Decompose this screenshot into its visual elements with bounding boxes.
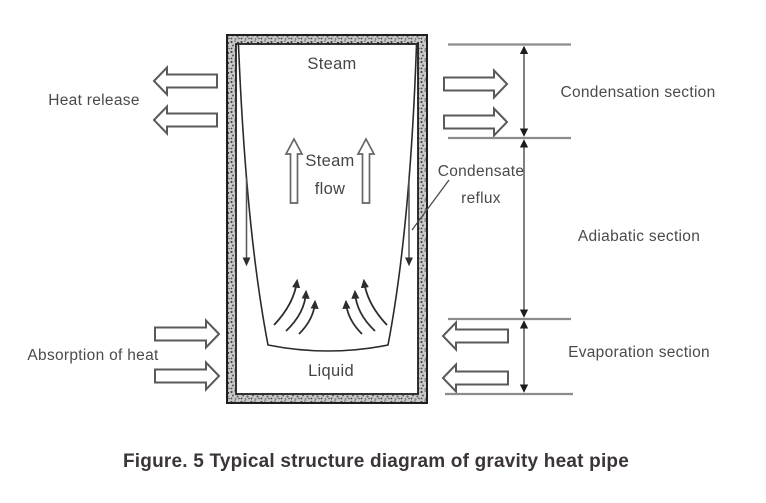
condensation-section-label: Condensation section (560, 84, 716, 101)
condensate-reflux-label: Condensate reflux (420, 158, 542, 212)
adiabatic-section-label: Adiabatic section (577, 228, 701, 245)
dimension-ticks-group (445, 43, 573, 396)
absorption-arrow-1 (154, 318, 221, 350)
heat-release-arrow-2 (152, 104, 218, 136)
steam-flow-label-line1: Steam (305, 152, 355, 170)
steam-flow-arrow-right (356, 137, 376, 204)
absorption-label: Absorption of heat (27, 347, 159, 364)
figure-caption: Figure. 5 Typical structure diagram of g… (122, 451, 630, 472)
evaporation-section-label: Evaporation section (568, 344, 710, 361)
heat-release-arrow-1 (152, 65, 218, 97)
vessel-cavity (235, 43, 419, 395)
steam-flow-label-line2: flow (314, 180, 346, 198)
absorption-arrows-group (154, 318, 221, 392)
boiling-arrow (342, 299, 363, 335)
evaporation-arrow-2 (441, 362, 509, 394)
liquid-label: Liquid (308, 362, 354, 380)
condensation-arrow-2 (443, 106, 509, 138)
boiling-arrow (273, 278, 301, 326)
boiling-arrow (298, 299, 319, 335)
condensation-arrows-group (443, 68, 509, 138)
condensate-leader-line (411, 179, 450, 231)
evaporation-arrows-group (441, 320, 509, 394)
boiling-arrow (360, 278, 388, 326)
steam-flow-label: Steam flow (280, 147, 380, 203)
absorption-arrow-2 (154, 360, 221, 392)
condensate-reflux-line2: reflux (461, 190, 501, 207)
condensate-film-line (237, 44, 418, 352)
condensation-arrow-1 (443, 68, 509, 100)
heat-release-label: Heat release (48, 92, 140, 109)
boiling-arrows-group (273, 278, 388, 335)
steam-flow-arrow-left (284, 137, 304, 204)
boiling-arrow (285, 289, 310, 332)
evaporation-arrow-1 (441, 320, 509, 352)
boiling-arrow (351, 289, 376, 332)
condensate-reflux-line1: Condensate (437, 163, 525, 180)
steam-label: Steam (307, 55, 357, 73)
heat-release-arrows-group (152, 65, 218, 136)
